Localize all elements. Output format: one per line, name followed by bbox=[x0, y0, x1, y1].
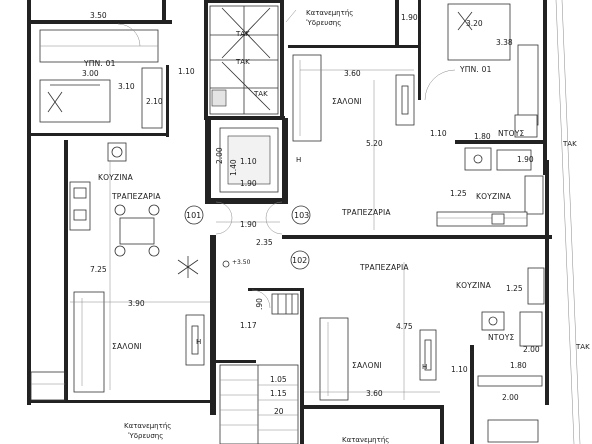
room-dining-bottom-right: ΤΡΑΠΕΖΑΡΙΑ bbox=[359, 263, 409, 272]
tak-label-1: ΤΑΚ bbox=[235, 30, 250, 38]
dim-28: 1.10 bbox=[451, 365, 468, 374]
dim-14: 2.00 bbox=[215, 147, 224, 164]
room-living-top-right: ΣΑΛΟΝΙ bbox=[332, 97, 362, 106]
dim-5: 3.00 bbox=[82, 69, 99, 78]
room-dining-left: ΤΡΑΠΕΖΑΡΙΑ bbox=[111, 192, 161, 201]
dim-11: 1.10 bbox=[430, 129, 447, 138]
dim-17: 1.90 bbox=[240, 179, 257, 188]
dim-13: 1.90 bbox=[517, 155, 534, 164]
dim-21: 7.25 bbox=[90, 265, 107, 274]
dim-15: 1.40 bbox=[229, 159, 238, 176]
living-h-label: Η bbox=[196, 338, 201, 346]
dim-18: 1.25 bbox=[450, 189, 467, 198]
dim-27: 2.00 bbox=[523, 345, 540, 354]
room-living-left: ΣΑΛΟΝΙ bbox=[112, 342, 142, 351]
apartment-101-label: 101 bbox=[186, 211, 201, 220]
dim-20: 2.35 bbox=[256, 238, 273, 247]
room-dining-top-right: ΤΡΑΠΕΖΑΡΙΑ bbox=[341, 208, 391, 217]
room-labels: ΥΠΝ. 01 ΥΠΝ. 01 ΣΑΛΟΝΙ ΝΤΟΥΣ ΚΟΥΖΙΝΑ ΤΡΑ… bbox=[83, 59, 524, 370]
distributor-bottom-left-line1: Κατανεμητής bbox=[124, 422, 171, 430]
room-kitchen-left: ΚΟΥΖΙΝΑ bbox=[98, 173, 134, 182]
living-bottom-h-label: Η bbox=[422, 363, 427, 371]
dim-9: 3.60 bbox=[344, 69, 361, 78]
dim-33: 3.60 bbox=[366, 389, 383, 398]
dim-31: 1.15 bbox=[270, 389, 287, 398]
room-living-bottom-right: ΣΑΛΟΝΙ bbox=[352, 361, 382, 370]
tak-label-3: ΤΑΚ bbox=[253, 90, 268, 98]
elevator-h-label: Η bbox=[296, 156, 301, 164]
dim-25: .90 bbox=[255, 298, 264, 310]
level-marker: +3.50 bbox=[232, 259, 251, 266]
furniture bbox=[30, 0, 581, 444]
dim-3: 3.20 bbox=[466, 19, 483, 28]
dim-7: 2.10 bbox=[146, 97, 163, 106]
tak-label-2: ΤΑΚ bbox=[235, 58, 250, 66]
dim-6: 3.10 bbox=[118, 82, 135, 91]
annotation-labels: Κατανεμητής Ύδρευσης Κατανεμητής Ύδρευση… bbox=[124, 9, 590, 444]
dim-1: 3.50 bbox=[90, 11, 107, 20]
tak-label-right-2: ΤΑΚ bbox=[575, 343, 590, 351]
dim-26: 1.17 bbox=[240, 321, 257, 330]
dim-2: 1.90 bbox=[401, 13, 418, 22]
room-bedroom-top-left: ΥΠΝ. 01 bbox=[83, 59, 116, 68]
dim-16: 1.10 bbox=[240, 157, 257, 166]
dim-4: 3.38 bbox=[496, 38, 513, 47]
dim-19: 1.90 bbox=[240, 220, 257, 229]
apartment-102-label: 102 bbox=[292, 256, 307, 265]
walls bbox=[27, 0, 552, 444]
dim-24: 1.25 bbox=[506, 284, 523, 293]
distributor-bottom-left-line2: Ύδρευσης bbox=[127, 432, 163, 440]
distributor-top-line2: Ύδρευσης bbox=[305, 19, 341, 27]
tak-label-right-1: ΤΑΚ bbox=[562, 140, 577, 148]
distributor-bottom-right: Κατανεμητής bbox=[342, 436, 389, 444]
dim-34: 2.00 bbox=[502, 393, 519, 402]
room-bedroom-top-right: ΥΠΝ. 01 bbox=[459, 65, 492, 74]
dim-8: 1.10 bbox=[178, 67, 195, 76]
room-kitchen-top-right: ΚΟΥΖΙΝΑ bbox=[476, 192, 512, 201]
room-kitchen-bottom-right: ΚΟΥΖΙΝΑ bbox=[456, 281, 492, 290]
dimensions: 3.50 1.90 3.20 3.38 3.00 3.10 2.10 1.10 … bbox=[82, 11, 540, 416]
room-shower-bottom: ΝΤΟΥΣ bbox=[488, 333, 514, 342]
dim-30: 1.05 bbox=[270, 375, 287, 384]
dim-32: 20 bbox=[274, 407, 284, 416]
dim-12: 1.80 bbox=[474, 132, 491, 141]
dim-29: 1.80 bbox=[510, 361, 527, 370]
distributor-top-line1: Κατανεμητής bbox=[306, 9, 353, 17]
room-shower-top: ΝΤΟΥΣ bbox=[498, 129, 524, 138]
apartment-103-label: 103 bbox=[294, 211, 309, 220]
dim-22: 3.90 bbox=[128, 299, 145, 308]
dim-10: 5.20 bbox=[366, 139, 383, 148]
dim-23: 4.75 bbox=[396, 322, 413, 331]
